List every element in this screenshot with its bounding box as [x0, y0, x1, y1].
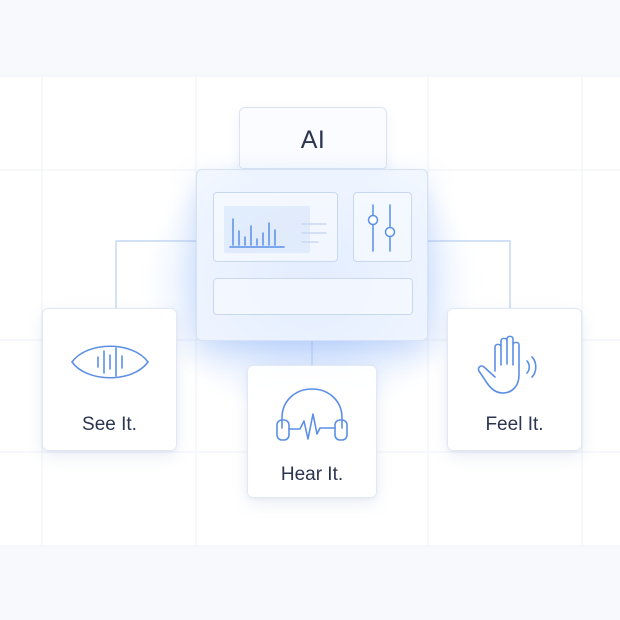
see-it-card: See It. — [42, 308, 177, 451]
bottom-band — [0, 546, 620, 620]
sliders-panel — [353, 192, 412, 262]
waving-hand-icon — [448, 331, 581, 397]
feel-it-card: Feel It. — [447, 308, 582, 451]
connector-right — [428, 240, 511, 308]
hear-it-label: Hear It. — [280, 464, 344, 485]
hear-it-card: Hear It. — [247, 365, 377, 498]
see-it-label: See It. — [82, 414, 137, 435]
eye-waveform-icon — [43, 337, 176, 387]
input-bar-panel — [213, 278, 413, 315]
bar-chart-icon — [229, 218, 327, 248]
headphones-pulse-icon — [248, 384, 376, 448]
feel-it-label: Feel It. — [485, 414, 544, 435]
sliders-icon — [367, 204, 396, 252]
connector-left — [115, 240, 196, 308]
chart-panel — [213, 192, 338, 262]
top-band — [0, 0, 620, 76]
ai-dashboard-window — [196, 169, 428, 341]
hub-title: AI — [300, 126, 326, 154]
ai-hub-tab: AI — [239, 107, 387, 169]
